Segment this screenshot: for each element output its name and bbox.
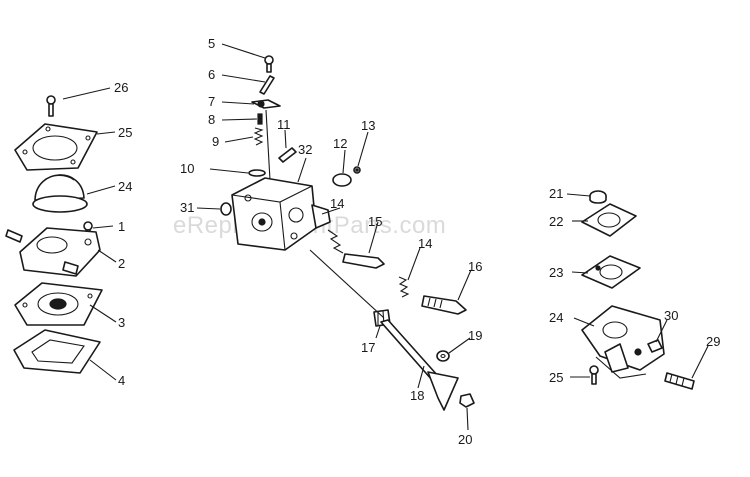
- label-29: 29: [706, 334, 720, 349]
- part-24-metering-cover: [581, 305, 665, 379]
- part-19-washer: [436, 350, 450, 362]
- label-4: 4: [118, 373, 125, 388]
- part-31-plug: [220, 202, 232, 216]
- part-27-cover-plate: [14, 123, 98, 171]
- part-23-diaphragm: [581, 255, 641, 289]
- part-30-screw: [647, 339, 663, 353]
- part-7-pivot-arm: [251, 99, 281, 109]
- part-20-nut: [459, 393, 475, 408]
- part-26-primer-bulb: [32, 174, 88, 213]
- label-27: 25: [118, 125, 132, 140]
- part-8-pin: [257, 113, 263, 125]
- label-24: 24: [549, 310, 563, 325]
- label-5: 5: [208, 36, 215, 51]
- part-10-o-ring: [248, 169, 266, 177]
- part-18-throttle-shaft: [309, 249, 459, 411]
- part-5-screw: [264, 55, 274, 73]
- part-29-adjust-screw: [664, 372, 695, 390]
- label-1: 1: [118, 219, 125, 234]
- label-14-middle: 14: [418, 236, 432, 251]
- label-19: 19: [468, 328, 482, 343]
- part-9-spring: [253, 127, 264, 146]
- label-25: 25: [549, 370, 563, 385]
- part-32-carburetor-body: [231, 177, 331, 251]
- leader-lines: [62, 43, 709, 431]
- part-25-screw: [589, 365, 599, 385]
- part-15-needle: [327, 229, 385, 269]
- label-23: 23: [549, 265, 563, 280]
- label-3: 3: [118, 315, 125, 330]
- label-18: 18: [410, 388, 424, 403]
- label-9: 9: [212, 134, 219, 149]
- label-20: 20: [458, 432, 472, 447]
- label-16: 16: [468, 259, 482, 274]
- label-15: 15: [368, 214, 382, 229]
- label-7: 7: [208, 94, 215, 109]
- part-22-gasket: [581, 203, 637, 237]
- label-8: 8: [208, 112, 215, 127]
- part-28-screw: [46, 95, 56, 117]
- label-22: 22: [549, 214, 563, 229]
- part-13-screw: [353, 166, 361, 174]
- part-16-needle: [421, 295, 467, 315]
- callout-labels: 26 25 24 1 2 3 4 5 6 7 8 9 10 11 32 12 1…: [114, 36, 720, 447]
- label-14-upper: 14: [330, 196, 344, 211]
- part-6-lever: [259, 75, 275, 95]
- part-12-disc: [332, 173, 352, 187]
- label-12: 12: [333, 136, 347, 151]
- label-2: 2: [118, 256, 125, 271]
- label-13: 13: [361, 118, 375, 133]
- label-6: 6: [208, 67, 215, 82]
- label-30: 30: [664, 308, 678, 323]
- label-17: 17: [361, 340, 375, 355]
- part-2-pump-body: [5, 227, 101, 277]
- throttle-shaft: [265, 109, 271, 181]
- part-14-spring: [398, 276, 410, 298]
- label-28: 26: [114, 80, 128, 95]
- label-10: 10: [180, 161, 194, 176]
- label-32: 32: [298, 142, 312, 157]
- part-21-cap: [589, 190, 607, 204]
- part-3-diaphragm: [14, 282, 103, 326]
- label-31: 31: [180, 200, 194, 215]
- part-4-gasket: [13, 329, 101, 374]
- part-11-pin: [278, 147, 297, 163]
- label-21: 21: [549, 186, 563, 201]
- label-11: 11: [277, 117, 291, 132]
- label-26: 24: [118, 179, 132, 194]
